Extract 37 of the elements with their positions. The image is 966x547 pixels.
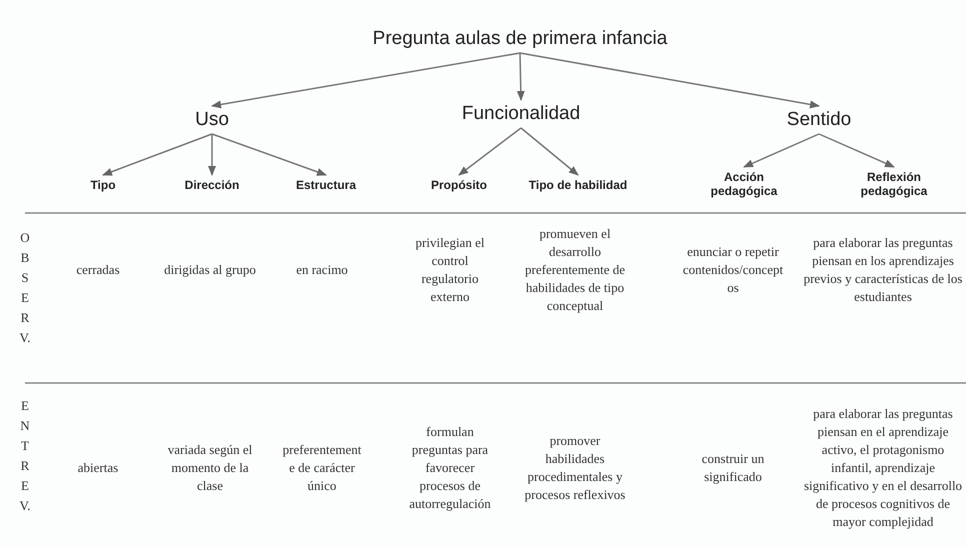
table-text: abiertas bbox=[76, 459, 120, 477]
arrow bbox=[818, 133, 895, 168]
table-text: privilegian el control regulatorio externo bbox=[414, 234, 486, 306]
table-text: construir un significado bbox=[700, 450, 766, 486]
table-text: preferentemente de carácter único bbox=[282, 441, 362, 495]
table-text: variada según el momento de la clase bbox=[166, 441, 254, 495]
subcategory-heading: Acción pedagógica bbox=[697, 167, 791, 201]
row-label: E N T R E V. bbox=[18, 397, 32, 515]
row-label: O B S E R V. bbox=[18, 229, 32, 347]
subcategory-heading: Propósito bbox=[429, 175, 489, 195]
arrow bbox=[211, 52, 520, 108]
subcategory-heading: Dirección bbox=[182, 175, 242, 195]
category-heading: Funcionalidad bbox=[460, 100, 582, 128]
table-text: formulan preguntas para favorecer procesos de autorregulación bbox=[408, 423, 492, 513]
table-text: promover habilidades procedimentales y procesos reflexivos bbox=[524, 432, 626, 504]
arrow bbox=[520, 127, 579, 176]
arrow bbox=[743, 133, 820, 168]
category-heading: Uso bbox=[193, 106, 231, 134]
category-heading: Sentido bbox=[784, 106, 854, 134]
subcategory-heading: Estructura bbox=[294, 175, 358, 195]
table-text: cerradas bbox=[75, 261, 121, 279]
arrow bbox=[212, 133, 327, 176]
subcategory-heading: Tipo de habilidad bbox=[526, 175, 630, 195]
arrow bbox=[208, 134, 216, 176]
arrow bbox=[520, 52, 820, 108]
arrow bbox=[102, 133, 212, 176]
subcategory-heading: Tipo bbox=[88, 175, 118, 195]
table-text: dirigidas al grupo bbox=[163, 261, 257, 279]
table-text: en racimo bbox=[295, 261, 349, 279]
arrow bbox=[458, 127, 522, 176]
root-heading: Pregunta aulas de primera infancia bbox=[370, 25, 670, 53]
subcategory-heading: Reflexión pedagógica bbox=[847, 167, 941, 201]
table-text: enunciar o repetir contenidos/conceptos bbox=[682, 243, 784, 297]
table-text: para elaborar las preguntas piensan en el aprendizaje activo, el protagonismo infantil, aprendizaje significativo y en el desarrollo de procesos cognitivos de mayor complejidad bbox=[803, 405, 963, 531]
table-text: promueven el desarrollo preferentemente de habilidades de tipo conceptual bbox=[524, 225, 626, 315]
arrow bbox=[516, 52, 525, 101]
table-text: para elaborar las preguntas piensan en los aprendizajes previos y características de los estudiantes bbox=[803, 234, 963, 306]
